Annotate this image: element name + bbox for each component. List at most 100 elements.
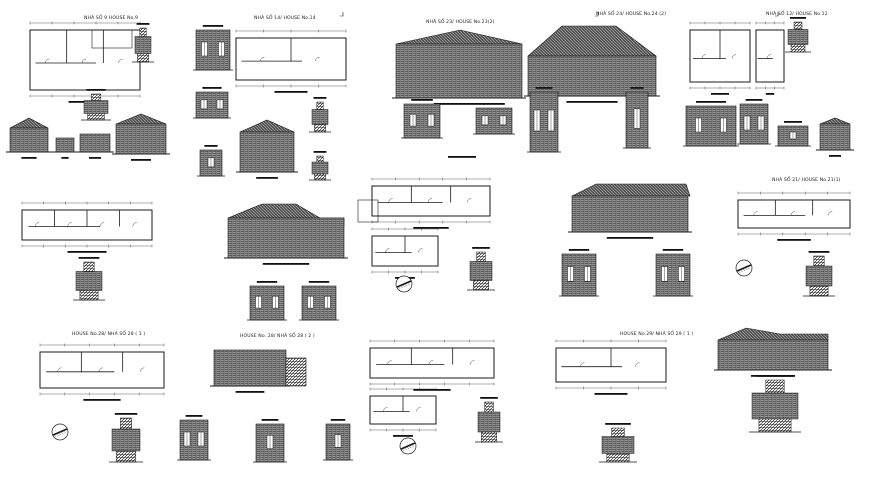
title-house-28-1: HOUSE No.28/ NHÀ SỐ 28 ( 1 )	[72, 332, 146, 337]
section-house-c-cap	[476, 251, 486, 262]
section-house-14-b-cap	[316, 155, 324, 163]
corner-marker-marker-2	[595, 12, 599, 17]
plan-house-21-walls	[737, 199, 851, 229]
elevation-house-d-wall	[571, 195, 689, 233]
elevation-house-23	[392, 29, 526, 105]
section-label-bar	[86, 89, 106, 91]
section-house-21	[803, 251, 835, 297]
plan-house-28-1	[39, 343, 165, 401]
elevation-house-24	[524, 25, 660, 103]
elevation-label-bar	[262, 263, 310, 265]
facade-house-d-a	[559, 249, 599, 297]
north-arrow-pointer	[400, 442, 416, 450]
section-house-12-a-body	[787, 29, 809, 45]
section-house-14-a-body	[311, 109, 329, 125]
facade-house-d-a-wall	[561, 253, 597, 297]
arrow-hatch	[402, 284, 406, 288]
elevation-house-28-2-annex	[285, 357, 307, 387]
section-house-e-body	[477, 411, 501, 433]
facade-house-b-b	[299, 281, 339, 321]
section-house-14-a-base	[314, 124, 326, 133]
facade-label-bar	[784, 121, 802, 123]
elevation-house-f-roof	[717, 327, 829, 341]
arrow-hatch	[745, 267, 748, 271]
door-swing	[701, 54, 707, 59]
plan-label-bar	[711, 93, 729, 95]
section-label-bar	[790, 17, 806, 19]
section-house-21-cap	[813, 255, 825, 267]
elevation-label-bar	[566, 101, 618, 103]
title-house-14: NHÀ SỐ 14/ HOUSE No.14	[254, 16, 316, 21]
section-label-bar	[114, 413, 138, 415]
north-arrow-pointer	[396, 280, 412, 288]
stair-detail	[357, 199, 379, 223]
section-house-12-a-base	[790, 44, 806, 53]
section-house-f	[749, 375, 801, 433]
facade-house-12-a	[683, 101, 739, 147]
door-swing	[467, 198, 472, 203]
section-label-bar	[605, 423, 631, 425]
door-swing	[67, 222, 72, 227]
door-swing	[315, 56, 320, 62]
north-arrow-house-e	[399, 437, 417, 455]
facade-house-12-a-wall	[685, 105, 737, 147]
elevation-house-12	[816, 117, 854, 157]
arrow-hatch	[405, 283, 408, 287]
elevation-house-9-b	[52, 137, 78, 159]
door-swing	[35, 222, 40, 227]
plan-label-bar	[765, 93, 775, 95]
north-arrow-house-c	[395, 275, 413, 293]
elevation-house-28-2-wall	[213, 349, 287, 387]
section-house-c-base	[473, 280, 489, 291]
section-house-f-body	[751, 392, 799, 420]
section-house-c	[467, 247, 495, 291]
facade-label-bar	[696, 101, 726, 103]
section-house-21-base	[809, 285, 829, 297]
plan-label-bar	[67, 251, 107, 253]
arrow-hatch	[406, 446, 410, 450]
section-house-c-body	[469, 261, 493, 281]
elevation-house-24-roof	[527, 25, 657, 57]
elevation-house-b	[224, 203, 348, 265]
elevation-house-23-wall	[395, 43, 523, 99]
facade-house-12-c	[775, 121, 811, 147]
facade-label-bar	[202, 87, 222, 89]
section-house-14-b-base	[314, 173, 326, 181]
section-house-28-1-cap	[120, 417, 132, 430]
north-arrow-pointer	[736, 264, 752, 272]
facade-label-bar	[411, 99, 433, 101]
elevation-house-9-c-wall	[79, 133, 111, 153]
elevation-house-12-wall	[819, 123, 851, 151]
section-label-bar	[756, 375, 794, 377]
plan-house-a	[21, 201, 153, 253]
door-swing	[635, 362, 640, 367]
section-house-14-b-body	[311, 161, 329, 175]
door-swing	[45, 58, 50, 64]
north-arrow-house-21	[735, 259, 753, 277]
section-house-29-base	[606, 453, 630, 463]
door-swing	[385, 248, 390, 253]
door-swing	[140, 367, 145, 372]
facade-label-bar	[483, 103, 505, 105]
elevation-label-bar	[131, 159, 151, 161]
facade-house-23-b-wall	[475, 107, 513, 135]
facade-house-28-2-c	[323, 419, 353, 461]
section-house-9-b-base	[87, 113, 105, 121]
facade-house-14-wall	[195, 29, 231, 71]
elevation-label-bar	[829, 155, 841, 157]
arrow-hatch	[61, 431, 64, 435]
elevation-house-14	[236, 119, 298, 179]
door-swing	[416, 407, 421, 412]
section-house-e	[475, 397, 503, 443]
door-swing	[828, 211, 833, 216]
section-house-f-cap	[765, 379, 785, 394]
facade-label-bar	[630, 87, 644, 89]
door-swing	[470, 360, 475, 365]
arrow-hatch	[409, 445, 412, 449]
door-swing	[98, 367, 104, 372]
title-house-21: NHÀ SỐ 21/ HOUSE No.21(1)	[772, 178, 841, 183]
elevation-house-9-d	[112, 113, 170, 161]
section-house-28-1	[109, 413, 143, 463]
elevation-label-bar	[89, 157, 101, 159]
